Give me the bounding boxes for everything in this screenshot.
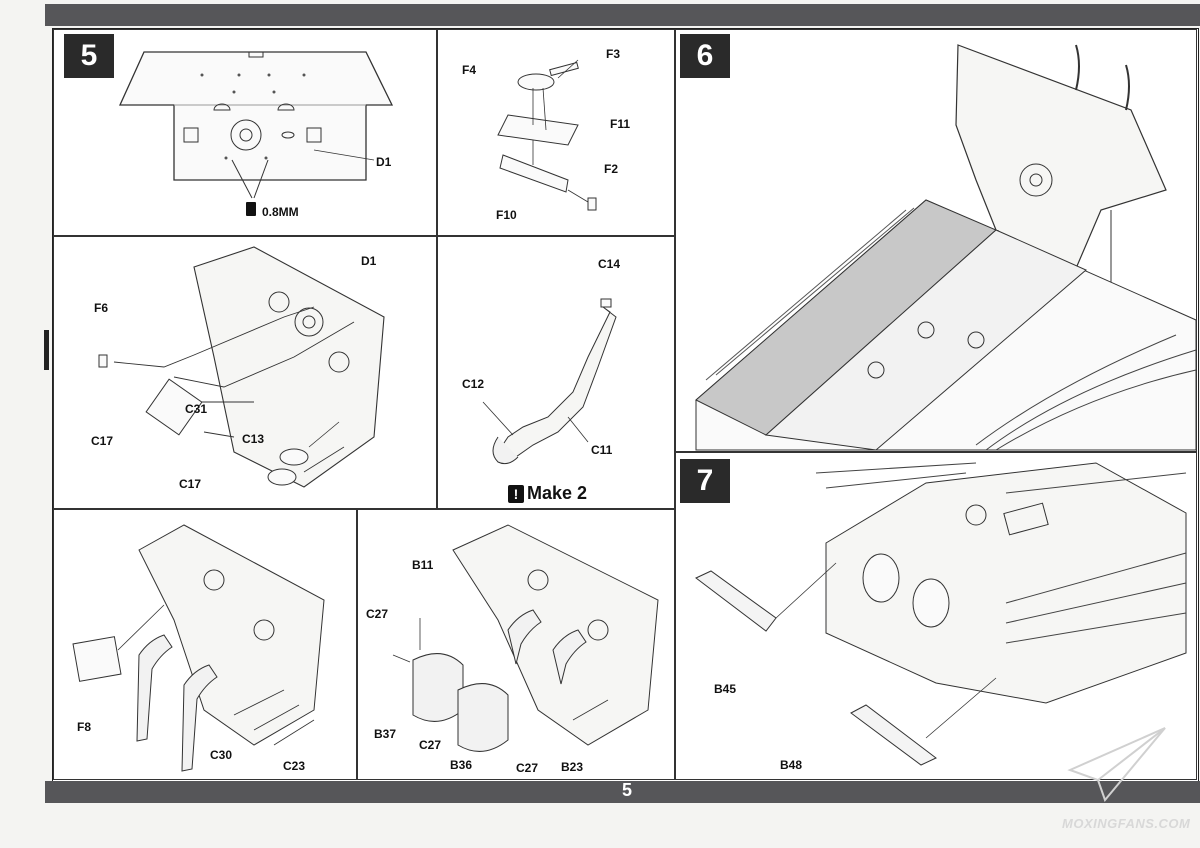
- part-label-f8: F8: [77, 720, 92, 734]
- watermark: MOXINGFANS.COM: [1062, 816, 1191, 831]
- part-label-f10: F10: [496, 208, 517, 222]
- panel-step5-exhaust-left: F8 C30 C23: [53, 509, 357, 780]
- drill-size-note: 0.8MM: [262, 205, 299, 219]
- step-number-6: 6: [680, 34, 730, 78]
- hull-plate-drawing: [118, 51, 394, 216]
- part-label-c17-b: C17: [179, 477, 202, 491]
- part-label-c11: C11: [591, 443, 613, 457]
- part-label-b45: B45: [714, 682, 737, 696]
- exhaust-drawing-left: [72, 524, 325, 772]
- part-label-b37: B37: [374, 727, 397, 741]
- part-label-c14: C14: [598, 257, 621, 271]
- exhaust-drawing-right: [392, 524, 659, 752]
- panel-step5-exhaust-right: B11 C27 B37 C27 B36 C27 B23: [357, 509, 675, 780]
- part-label-c27-c: C27: [516, 761, 539, 775]
- part-label-b23: B23: [561, 760, 584, 774]
- arm-drawing: [482, 298, 617, 465]
- bottom-bar: [45, 781, 1200, 803]
- part-label-c23: C23: [283, 759, 306, 773]
- part-label-c27-b: C27: [419, 738, 442, 752]
- top-bar: [45, 4, 1200, 26]
- part-label-c17-a: C17: [91, 434, 114, 448]
- warning-icon: !: [508, 484, 524, 503]
- step-number-5: 5: [64, 34, 114, 78]
- part-label-f3: F3: [606, 47, 621, 61]
- panel-step5-arm: C14 C12 C11 ! Make 2: [437, 236, 675, 509]
- panel-step6: 6: [675, 29, 1197, 452]
- panel-step5-bracket: F3 F4 F11 F2 F10: [437, 29, 675, 236]
- make-two-text: Make 2: [527, 483, 588, 503]
- part-label-d1: D1: [376, 155, 392, 169]
- binding-mark: [44, 330, 49, 370]
- make-two-note: ! Make 2: [508, 483, 587, 504]
- part-label-c13: C13: [242, 432, 265, 446]
- rear-hull-drawing: [695, 462, 1187, 766]
- part-label-f4: F4: [462, 63, 477, 77]
- part-label-c27-a: C27: [366, 607, 389, 621]
- panel-step5-plate: 5 D1 0.8MM: [53, 29, 437, 236]
- part-label-c31: C31: [185, 402, 208, 416]
- part-label-f11: F11: [610, 117, 631, 131]
- suspension-drawing: [98, 246, 385, 488]
- panel-step7: 7 B45 B48: [675, 452, 1197, 780]
- part-label-d1-b: D1: [361, 254, 377, 268]
- part-label-b36: B36: [450, 758, 473, 772]
- part-label-b11: B11: [412, 558, 434, 572]
- step-number-7: 7: [680, 459, 730, 503]
- part-label-f2: F2: [604, 162, 619, 176]
- bracket-drawing: [497, 59, 597, 211]
- part-label-f6: F6: [94, 301, 109, 315]
- page-number: 5: [621, 780, 632, 800]
- hull-assembly-drawing: [695, 44, 1197, 451]
- part-label-c12: C12: [462, 377, 485, 391]
- part-label-b48: B48: [780, 758, 803, 772]
- panel-step5-suspension: D1 F6 C31 C17 C13 C17: [53, 236, 437, 509]
- part-label-c30: C30: [210, 748, 233, 762]
